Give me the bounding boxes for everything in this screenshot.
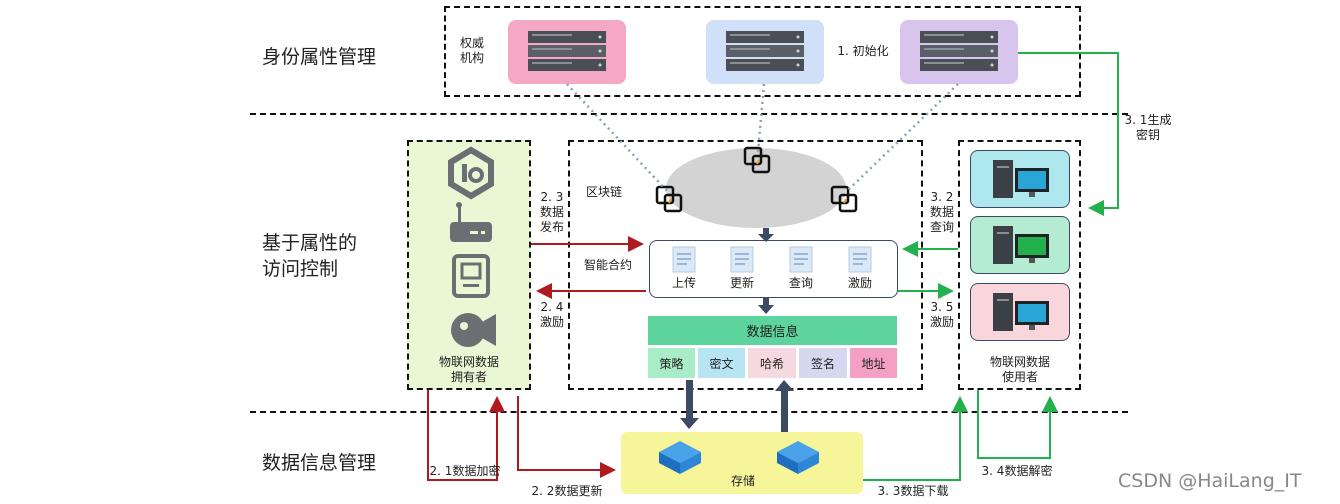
contract-item-update: 更新 bbox=[729, 276, 754, 290]
arrow-label-2-1: 2. 1数据加密 bbox=[429, 464, 501, 478]
datainfo-field-ciphertext: 密文 bbox=[698, 348, 745, 378]
datainfo-field-hash: 哈希 bbox=[748, 348, 796, 378]
server-rack-icon bbox=[528, 31, 606, 71]
server-rack-icon bbox=[726, 31, 804, 71]
server-rack-icon bbox=[920, 31, 998, 71]
contract-item-query: 查询 bbox=[788, 276, 813, 290]
user-terminal-1 bbox=[970, 150, 1070, 208]
contract-item-incentive: 激励 bbox=[847, 276, 872, 290]
user-terminal-3 bbox=[970, 283, 1070, 341]
owner-label: 物联网数据 拥有者 bbox=[438, 355, 499, 384]
blockchain-label: 区块链 bbox=[585, 185, 622, 199]
user-terminal-2 bbox=[970, 216, 1070, 274]
computer-icon bbox=[993, 226, 1049, 264]
owner-box bbox=[407, 140, 531, 390]
arrow-label-3-5: 3. 5 激励 bbox=[929, 300, 954, 329]
keygen-label: 3. 1生成 密钥 bbox=[1124, 113, 1172, 142]
section-title-identity: 身份属性管理 bbox=[262, 46, 377, 68]
datainfo-field-signature: 签名 bbox=[799, 348, 847, 378]
datainfo-field-address: 地址 bbox=[850, 348, 897, 378]
divider-bottom bbox=[250, 411, 1128, 413]
computer-icon bbox=[993, 293, 1049, 331]
arrow-label-2-3: 2. 3 数据 发布 bbox=[539, 190, 564, 234]
arrow-label-3-2: 3. 2 数据 查询 bbox=[929, 190, 954, 234]
watermark: CSDN @HaiLang_IT bbox=[1118, 470, 1302, 492]
authority-server-2 bbox=[706, 20, 824, 84]
section-title-access: 基于属性的 访问控制 bbox=[262, 232, 358, 280]
blockchain-box bbox=[568, 140, 923, 390]
arrow-label-2-4: 2. 4 激励 bbox=[539, 300, 564, 329]
divider-top bbox=[250, 113, 1128, 115]
storage-label: 存储 bbox=[730, 474, 755, 488]
section-title-data: 数据信息管理 bbox=[262, 452, 377, 474]
user-label: 物联网数据 使用者 bbox=[989, 355, 1050, 384]
contract-label: 智能合约 bbox=[583, 258, 632, 272]
arrow-label-3-4: 3. 4数据解密 bbox=[981, 464, 1053, 478]
init-label: 1. 初始化 bbox=[837, 44, 889, 58]
arrow-label-3-3: 3. 3数据下载 bbox=[877, 484, 949, 498]
computer-icon bbox=[993, 160, 1049, 198]
datainfo-header: 数据信息 bbox=[648, 316, 897, 345]
authority-label: 权威 机构 bbox=[459, 36, 484, 65]
authority-server-1 bbox=[508, 20, 626, 84]
datainfo-field-policy: 策略 bbox=[648, 348, 695, 378]
contract-item-upload: 上传 bbox=[671, 276, 696, 290]
arrow-label-2-2: 2. 2数据更新 bbox=[531, 484, 603, 498]
authority-server-3 bbox=[900, 20, 1018, 84]
